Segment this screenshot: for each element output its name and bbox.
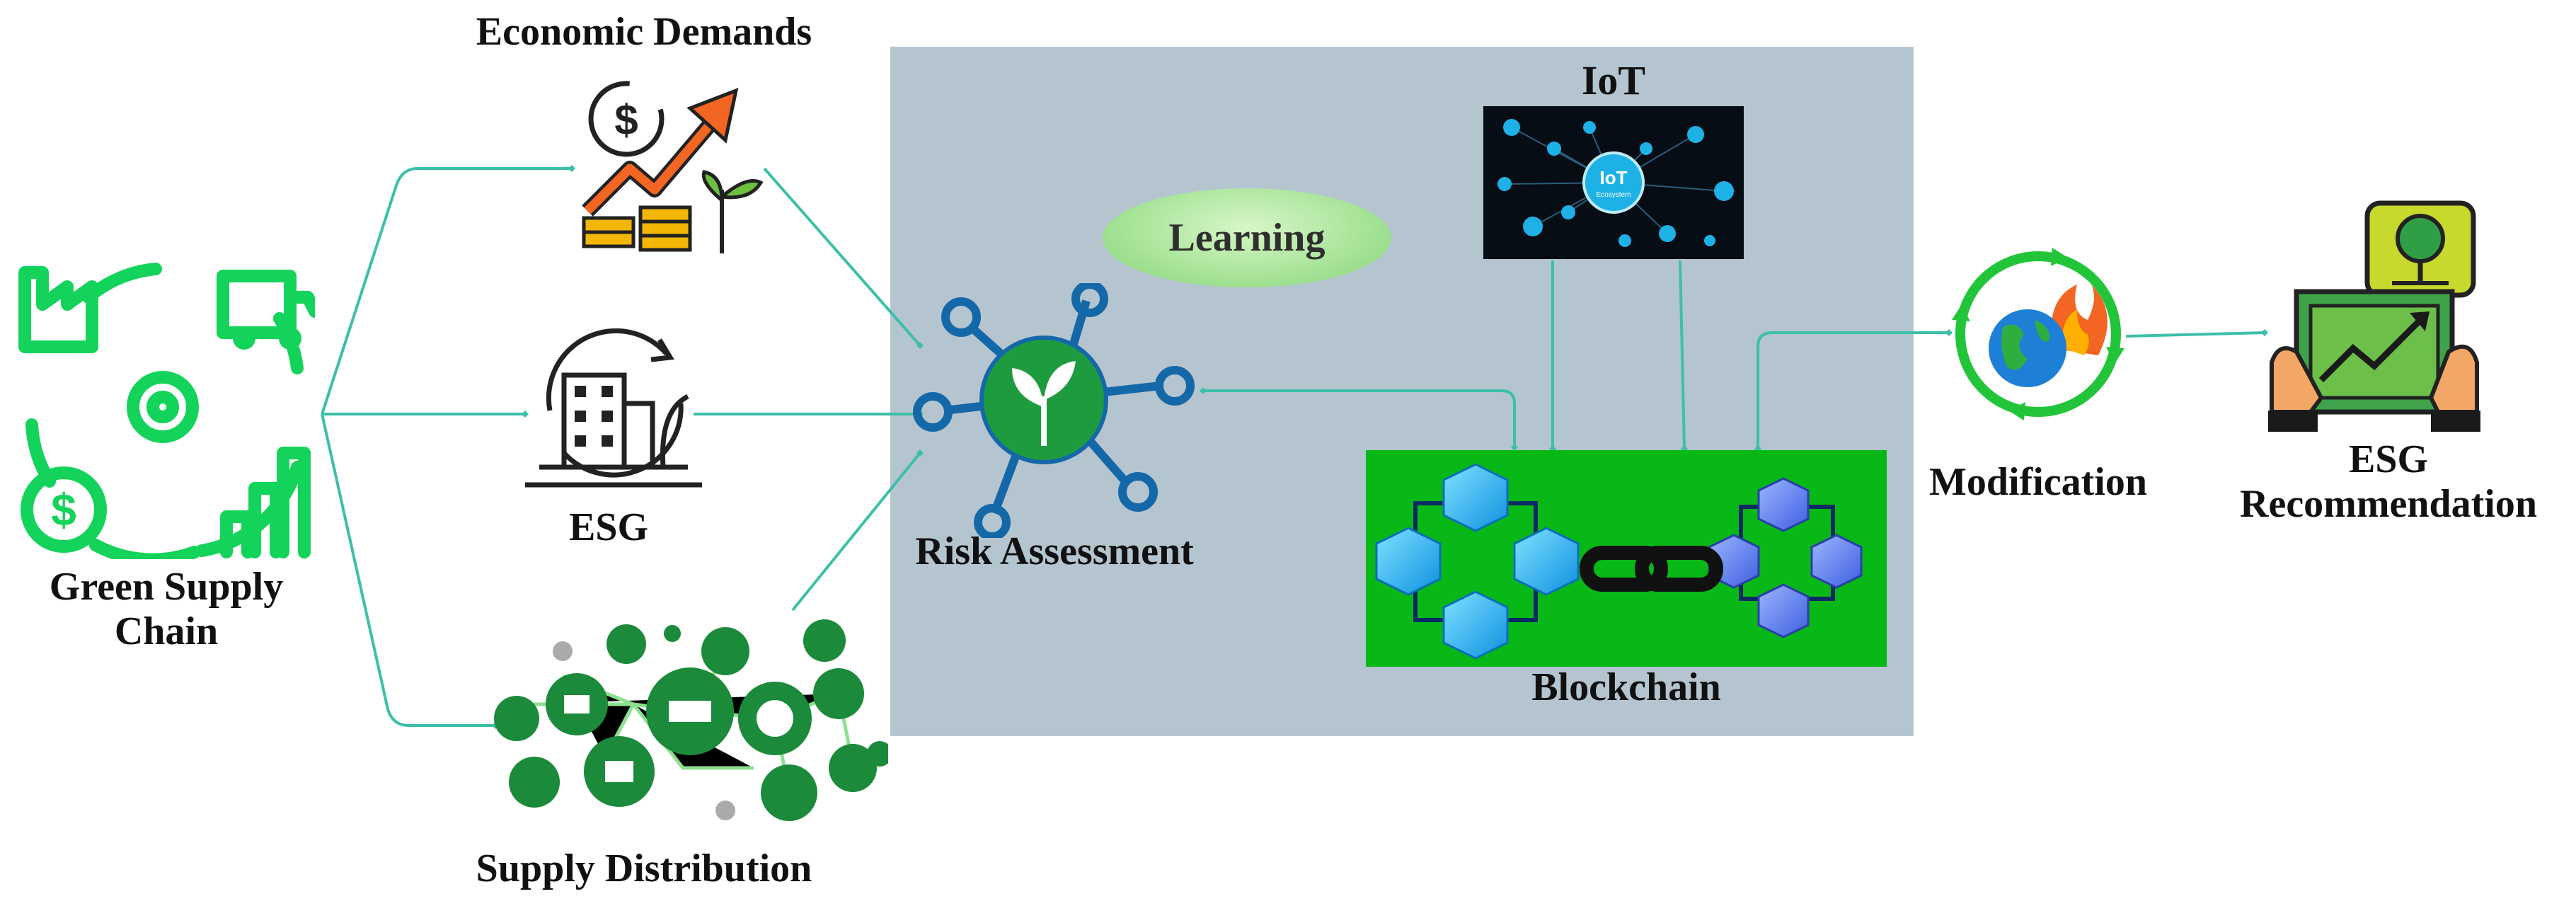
- edge-blockchain-modification: [1754, 329, 1953, 452]
- esg-icon: [525, 328, 702, 488]
- economic-demands-label: Economic Demands: [476, 10, 812, 54]
- edge-blockchain-risk: [1200, 387, 1518, 451]
- esg-recommendation-label: ESG Recommendation: [2240, 437, 2537, 526]
- green-supply-chain-icon: $: [18, 263, 315, 559]
- learning-node: Learning: [1103, 188, 1391, 287]
- supply-distribution-label: Supply Distribution: [476, 847, 812, 890]
- svg-text:$: $: [51, 484, 76, 535]
- esg-recommendation-icon: [2268, 200, 2480, 432]
- iot-badge-title: IoT: [1600, 167, 1628, 188]
- iot-image: IoT Ecosystem: [1483, 106, 1744, 259]
- iot-network-icon: IoT Ecosystem: [1497, 119, 1734, 247]
- modification-label: Modification: [1929, 460, 2147, 504]
- edge-modification-recommendation: [2125, 329, 2268, 338]
- edge-iot-blockchain-2: [1679, 260, 1688, 452]
- blockchain-image: [1366, 450, 1887, 667]
- risk-assessment-icon: [913, 283, 1195, 538]
- economic-demands-icon: $: [582, 81, 764, 253]
- svg-text:$: $: [614, 96, 638, 144]
- risk-assessment-label: Risk Assessment: [915, 529, 1194, 573]
- iot-badge-subtitle: Ecosystem: [1597, 191, 1631, 199]
- edge-economic-risk: [763, 167, 924, 349]
- iot-label: IoT: [1581, 57, 1646, 103]
- blockchain-label: Blockchain: [1531, 665, 1721, 709]
- edge-gsc-distribution: [321, 413, 499, 729]
- esg-label: ESG: [568, 505, 649, 549]
- green-supply-chain-label: Green Supply Chain: [49, 565, 284, 653]
- blockchain-icon: [1375, 463, 1863, 660]
- modification-icon: [1952, 248, 2124, 420]
- edge-gsc-economic: [321, 165, 575, 415]
- edge-distribution-risk: [791, 449, 924, 612]
- supply-distribution-icon: [494, 619, 888, 821]
- learning-label: Learning: [1168, 216, 1326, 260]
